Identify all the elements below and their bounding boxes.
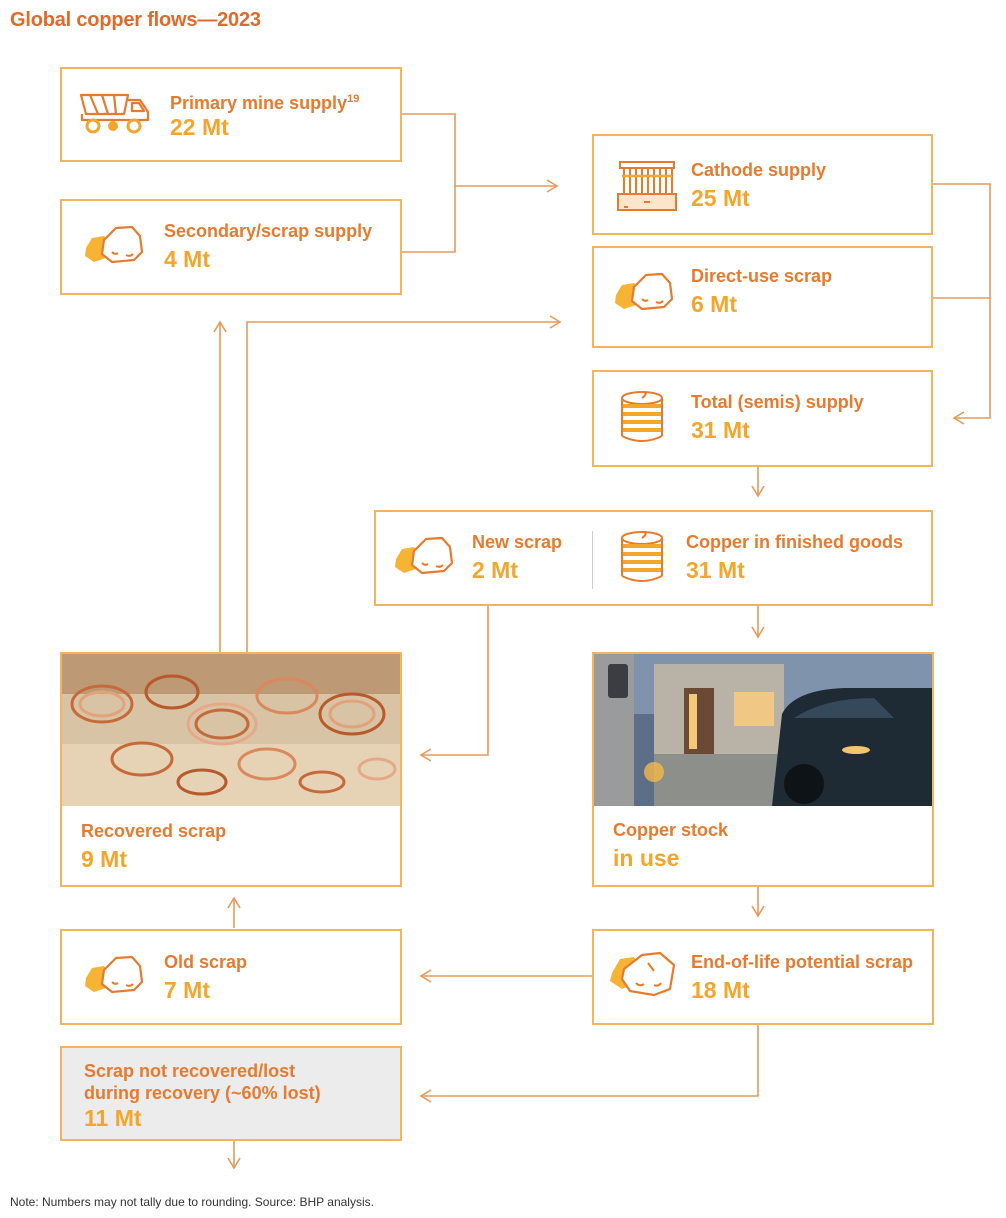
direct-use-scrap-box: [592, 246, 933, 348]
scrap-rock-icon: [395, 536, 454, 575]
ev-charging-house-photo: [594, 654, 932, 806]
cathode-supply-value: 25 Mt: [691, 185, 750, 211]
footnote: Note: Numbers may not tally due to round…: [10, 1195, 374, 1209]
old-scrap-value: 7 Mt: [164, 977, 210, 1003]
new-scrap-value: 2 Mt: [472, 557, 518, 583]
mining-truck-icon: [79, 93, 150, 134]
old-scrap-label: Old scrap: [164, 952, 248, 972]
cathode-supply-label: Cathode supply: [691, 160, 827, 180]
recovered-scrap-label: Recovered scrap: [81, 821, 227, 841]
direct-use-scrap-value: 6 Mt: [691, 291, 737, 317]
scrap-not-recovered-value: 11 Mt: [84, 1105, 142, 1131]
new-scrap-finished-goods-box: [374, 510, 933, 606]
scrap-not-recovered-box: [60, 1046, 402, 1141]
primary-mine-supply-value: 22 Mt: [170, 114, 229, 140]
direct-use-scrap-label: Direct-use scrap: [691, 266, 833, 286]
page-title: Global copper flows—2023: [10, 9, 261, 31]
copper-stock-value: in use: [613, 845, 680, 871]
secondary-scrap-supply-label: Secondary/scrap supply: [164, 221, 373, 241]
primary-mine-supply-label: Primary mine supply19: [170, 93, 360, 113]
wire-spool-icon: [621, 531, 663, 582]
recovered-scrap-value: 9 Mt: [81, 846, 127, 872]
finished-goods-value: 31 Mt: [686, 557, 745, 583]
secondary-scrap-supply-value: 4 Mt: [164, 246, 210, 272]
total-semis-supply-label: Total (semis) supply: [691, 392, 864, 412]
scrap-not-recovered-label: Scrap not recovered/lost during recovery…: [84, 1061, 321, 1103]
wire-spool-icon: [621, 391, 663, 442]
scrap-rock-icon: [85, 225, 144, 264]
finished-goods-label: Copper in finished goods: [686, 532, 903, 552]
scrap-rock-icon: [85, 955, 144, 994]
total-semis-supply-value: 31 Mt: [691, 417, 750, 443]
end-of-life-scrap-label: End-of-life potential scrap: [691, 952, 914, 972]
copper-wire-scrap-photo: [62, 654, 400, 806]
copper-stock-label: Copper stock: [613, 820, 729, 840]
scrap-rock-icon: [615, 272, 674, 311]
total-semis-supply-box: [592, 370, 933, 467]
scrap-rock-large-icon: [610, 951, 676, 997]
new-scrap-label: New scrap: [472, 532, 563, 552]
end-of-life-scrap-value: 18 Mt: [691, 977, 750, 1003]
box-divider: [592, 531, 593, 589]
cathode-stack-icon: [617, 161, 677, 211]
